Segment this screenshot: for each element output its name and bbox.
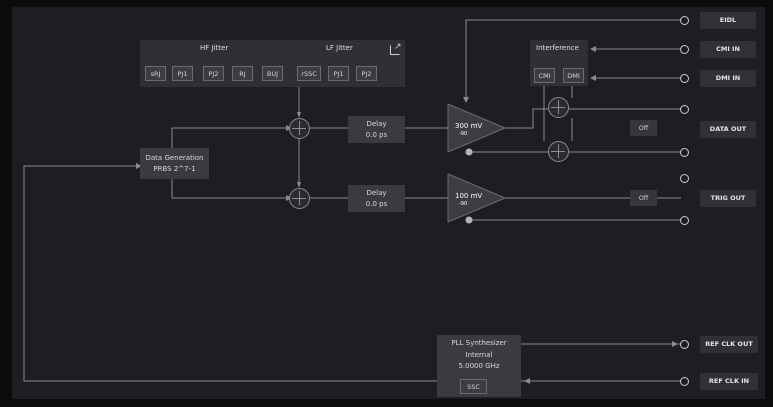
ref-clk-out-port[interactable] [680, 340, 689, 349]
dmi-in-port[interactable] [680, 74, 689, 83]
eidl-label[interactable]: EIDL [700, 12, 756, 29]
amp-data-sub: -90 [459, 131, 468, 137]
lf-pj2-button[interactable]: PJ2 [356, 66, 377, 81]
amp-trig-text[interactable]: 100 mV -90 [455, 192, 482, 208]
delay-trig-title: Delay [366, 189, 387, 197]
pll-title: PLL Synthesizer [451, 339, 507, 347]
cmi-in-port[interactable] [680, 45, 689, 54]
trig-out-p-port[interactable] [680, 174, 689, 183]
amp-trig-value: 100 mV [455, 192, 483, 200]
data-out-off-toggle[interactable]: Off [630, 120, 657, 136]
dmi-in-label[interactable]: DMI IN [700, 70, 756, 87]
data-generation-label: Data Generation [145, 154, 204, 162]
interference-sum-upper [548, 97, 569, 118]
trig-out-off-toggle[interactable]: Off [630, 190, 657, 206]
hf-rj-button[interactable]: RJ [232, 66, 253, 81]
cmi-in-label[interactable]: CMI IN [700, 41, 756, 58]
hf-buj-button[interactable]: BUJ [262, 66, 283, 81]
ref-clk-in-port[interactable] [680, 377, 689, 386]
hf-jitter-title: HF Jitter [200, 44, 229, 52]
amp-trig-sub: -90 [459, 201, 468, 207]
amp-data-value: 300 mV [455, 122, 483, 130]
eidl-port[interactable] [680, 16, 689, 25]
data-out-label[interactable]: DATA OUT [700, 121, 756, 138]
delay-trig-block[interactable]: Delay 0.0 ps [348, 185, 405, 212]
pll-frequency: 5.0000 GHz [458, 362, 500, 370]
jitter-sum-data [289, 118, 310, 139]
trig-out-label[interactable]: TRIG OUT [700, 190, 756, 207]
dmi-button[interactable]: DMI [563, 68, 584, 83]
trig-out-n-port[interactable] [680, 216, 689, 225]
hf-srj-button[interactable]: sRJ [145, 66, 166, 81]
data-generation-pattern: PRBS 2^7-1 [153, 165, 196, 173]
hf-pj1-button[interactable]: PJ1 [172, 66, 193, 81]
delay-data-value: 0.0 ps [365, 131, 388, 139]
delay-trig-value: 0.0 ps [365, 200, 388, 208]
data-generation-block[interactable]: Data Generation PRBS 2^7-1 [140, 148, 209, 179]
cmi-button[interactable]: CMI [534, 68, 555, 83]
jitter-sum-trig [289, 188, 310, 209]
interference-sum-lower [548, 141, 569, 162]
ref-clk-in-label[interactable]: REF CLK IN [700, 373, 758, 390]
delay-data-title: Delay [366, 120, 387, 128]
lf-rssc-button[interactable]: rSSC [297, 66, 321, 81]
hf-pj2-button[interactable]: PJ2 [203, 66, 224, 81]
pll-mode: Internal [465, 351, 493, 359]
expand-arrow-icon: ↗ [394, 42, 402, 52]
data-out-p-port[interactable] [680, 105, 689, 114]
interference-title: Interference [536, 44, 579, 52]
expand-icon[interactable] [390, 45, 400, 55]
amp-data-text[interactable]: 300 mV -90 [455, 122, 482, 138]
ssc-button[interactable]: SSC [460, 379, 487, 394]
data-out-n-port[interactable] [680, 148, 689, 157]
lf-pj1-button[interactable]: PJ1 [328, 66, 349, 81]
delay-data-block[interactable]: Delay 0.0 ps [348, 116, 405, 143]
ref-clk-out-label[interactable]: REF CLK OUT [700, 336, 758, 353]
lf-jitter-title: LF Jitter [326, 44, 353, 52]
